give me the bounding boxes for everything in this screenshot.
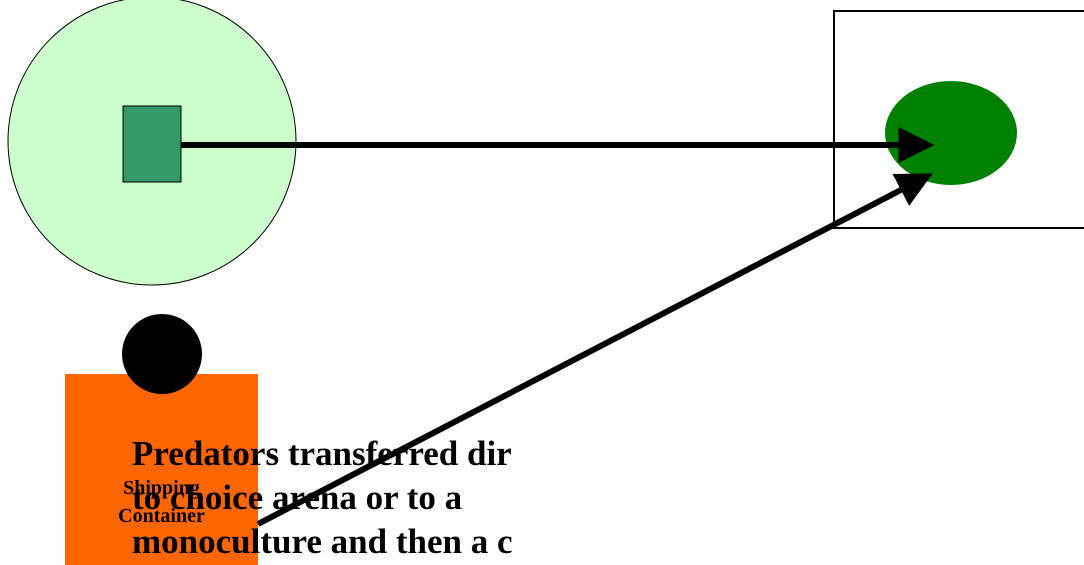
caption-line2: to choice arena or to a <box>132 478 463 517</box>
plant-rect <box>122 105 182 183</box>
transfer-arrow-diagonal <box>256 173 933 527</box>
caption-line3: monoculture and then a c <box>132 522 513 561</box>
caption-text: Predators transferred dir to choice aren… <box>132 432 1084 564</box>
shipping-container-box <box>65 374 258 565</box>
predator-dot <box>122 314 202 394</box>
caption-line1: Predators transferred dir <box>132 434 512 473</box>
shipping-container-label: Shipping Container <box>65 474 258 530</box>
shipping-container-label-line2: Container <box>118 505 205 527</box>
arena-plant-oval <box>885 81 1017 185</box>
shipping-container-label-line1: Shipping <box>123 477 200 499</box>
